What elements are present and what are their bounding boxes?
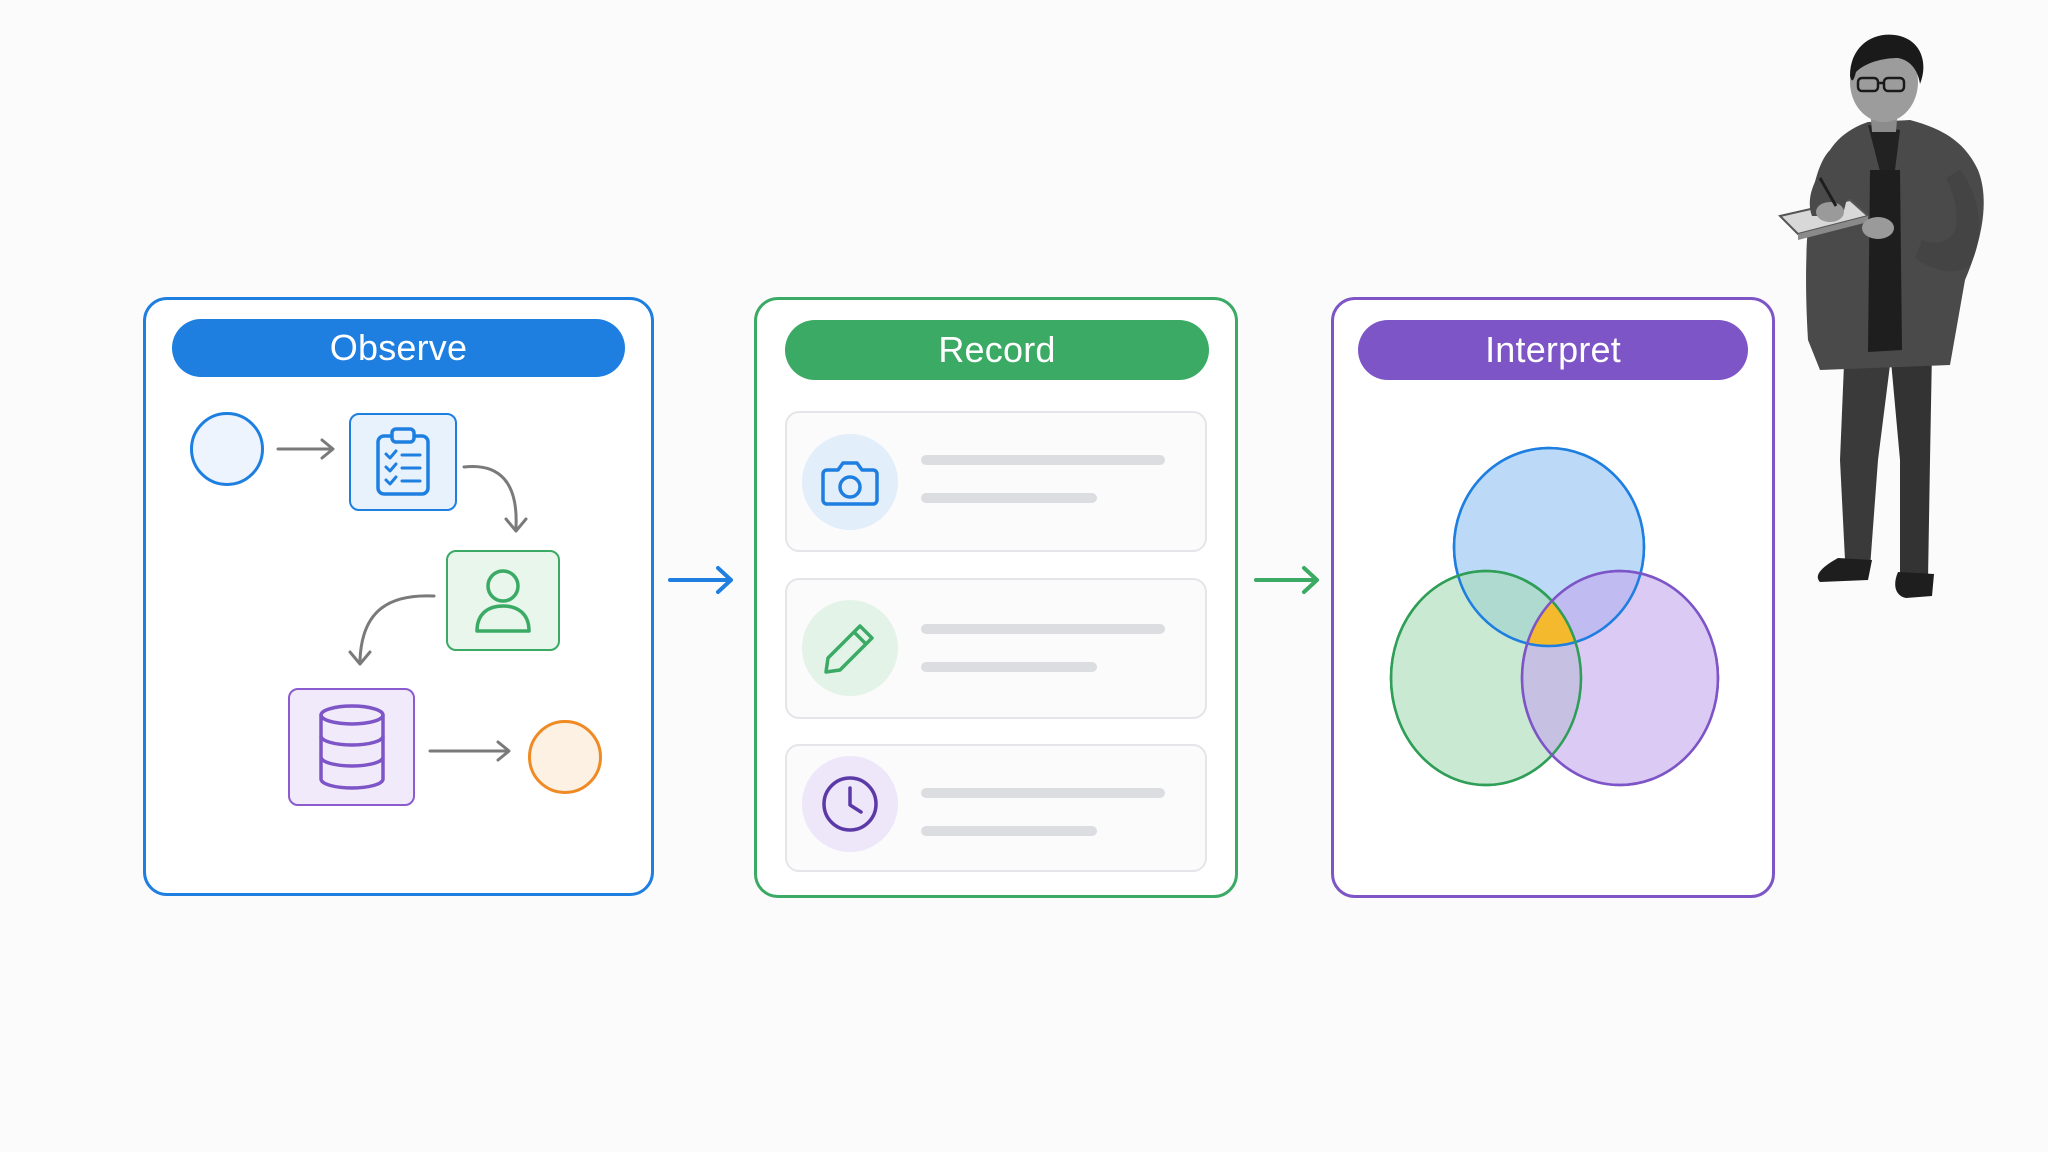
database-node [288, 688, 415, 806]
curved-arrow-icon [462, 465, 528, 533]
stage-arrow-icon [1254, 566, 1319, 594]
database-icon [318, 704, 385, 790]
clipboard-node [349, 413, 457, 511]
record-title: Record [785, 320, 1209, 380]
clock-icon-bg [802, 756, 898, 852]
curved-arrow-icon [348, 594, 436, 666]
arrow-icon [428, 740, 511, 762]
user-node [446, 550, 560, 651]
text-placeholder-line [921, 662, 1097, 672]
text-placeholder-line [921, 624, 1165, 634]
start-circle [190, 412, 264, 486]
interpret-title: Interpret [1358, 320, 1748, 380]
pencil-icon [824, 624, 874, 674]
observe-title: Observe [172, 319, 625, 377]
end-circle [528, 720, 602, 794]
camera-icon [821, 461, 879, 506]
user-icon [475, 568, 531, 633]
text-placeholder-line [921, 826, 1097, 836]
person-with-notebook-photo [1778, 34, 1984, 598]
camera-icon-bg [802, 434, 898, 530]
stage-arrow-icon [668, 566, 733, 594]
clock-icon [822, 776, 878, 832]
text-placeholder-line [921, 455, 1165, 465]
text-placeholder-line [921, 788, 1165, 798]
clipboard-checklist-icon [376, 427, 430, 496]
pencil-icon-bg [802, 600, 898, 696]
venn-diagram [1389, 446, 1720, 787]
text-placeholder-line [921, 493, 1097, 503]
arrow-icon [276, 438, 335, 460]
